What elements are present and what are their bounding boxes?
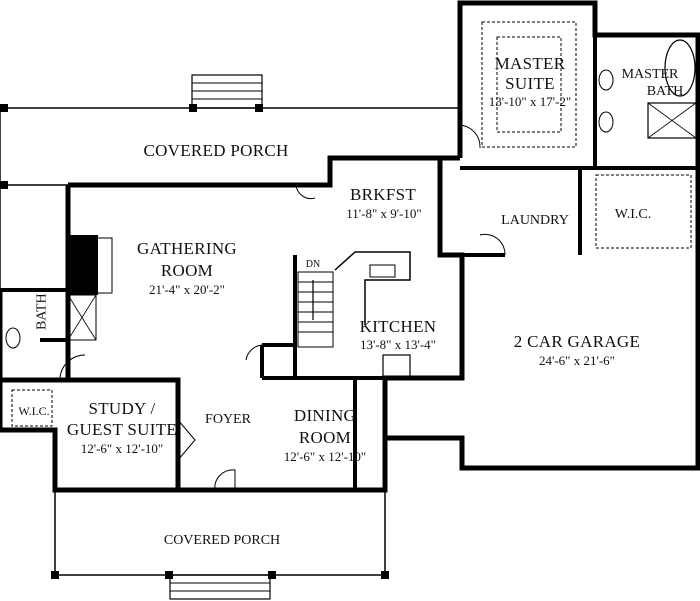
kitchen-sink bbox=[369, 264, 396, 278]
stairs bbox=[297, 271, 334, 348]
master-suite-label: MASTER bbox=[494, 54, 566, 73]
master-wic-label: W.I.C. bbox=[614, 207, 652, 222]
kitchen-label: KITCHEN bbox=[359, 317, 437, 336]
master-bath-label-2: BATH bbox=[646, 84, 684, 99]
doors bbox=[59, 124, 506, 491]
porch-columns bbox=[0, 104, 389, 579]
kitchen-island bbox=[382, 354, 411, 378]
dining-room-label-2: ROOM bbox=[298, 428, 352, 447]
master-bath-label: MASTER bbox=[621, 67, 679, 82]
front-porch-steps bbox=[169, 574, 271, 600]
kitchen-dims: 13'-8" x 13'-4" bbox=[360, 337, 436, 352]
interior-walls bbox=[0, 35, 698, 490]
bathtub bbox=[664, 39, 696, 97]
front-porch-label: COVERED PORCH bbox=[163, 533, 281, 548]
gathering-room-dims: 21'-4" x 20'-2" bbox=[149, 282, 225, 297]
study-label: STUDY / bbox=[88, 399, 156, 418]
foyer-label: FOYER bbox=[205, 412, 251, 427]
brkfst-label: BRKFST bbox=[349, 185, 417, 204]
brkfst-dims: 11'-8" x 9'-10" bbox=[346, 206, 422, 221]
dining-room-label: DINING bbox=[293, 406, 357, 425]
master-suite-dims: 13'-10" x 17'-2" bbox=[488, 94, 572, 109]
study-label-2: GUEST SUITE bbox=[66, 420, 178, 439]
study-dims: 12'-6" x 12'-10" bbox=[80, 441, 164, 456]
dining-room-dims: 12'-6" x 12'-10" bbox=[283, 449, 367, 464]
guest-wic-label: W.I.C. bbox=[18, 404, 50, 418]
master-suite-label-2: SUITE bbox=[505, 74, 555, 93]
fireplace bbox=[68, 235, 98, 295]
garage-label: 2 CAR GARAGE bbox=[513, 332, 641, 351]
stairs-down-label: DN bbox=[305, 259, 321, 270]
exterior-walls bbox=[0, 0, 700, 493]
shower bbox=[647, 102, 697, 139]
rear-porch-label: COVERED PORCH bbox=[143, 141, 289, 160]
kitchen-counter bbox=[334, 251, 411, 325]
laundry-label: LAUNDRY bbox=[501, 213, 569, 228]
gathering-room-label: GATHERING bbox=[137, 239, 237, 258]
bath-label: BATH bbox=[34, 293, 50, 330]
gathering-room-label-2: ROOM bbox=[160, 261, 214, 280]
garage-dims: 24'-6" x 21'-6" bbox=[539, 353, 615, 368]
